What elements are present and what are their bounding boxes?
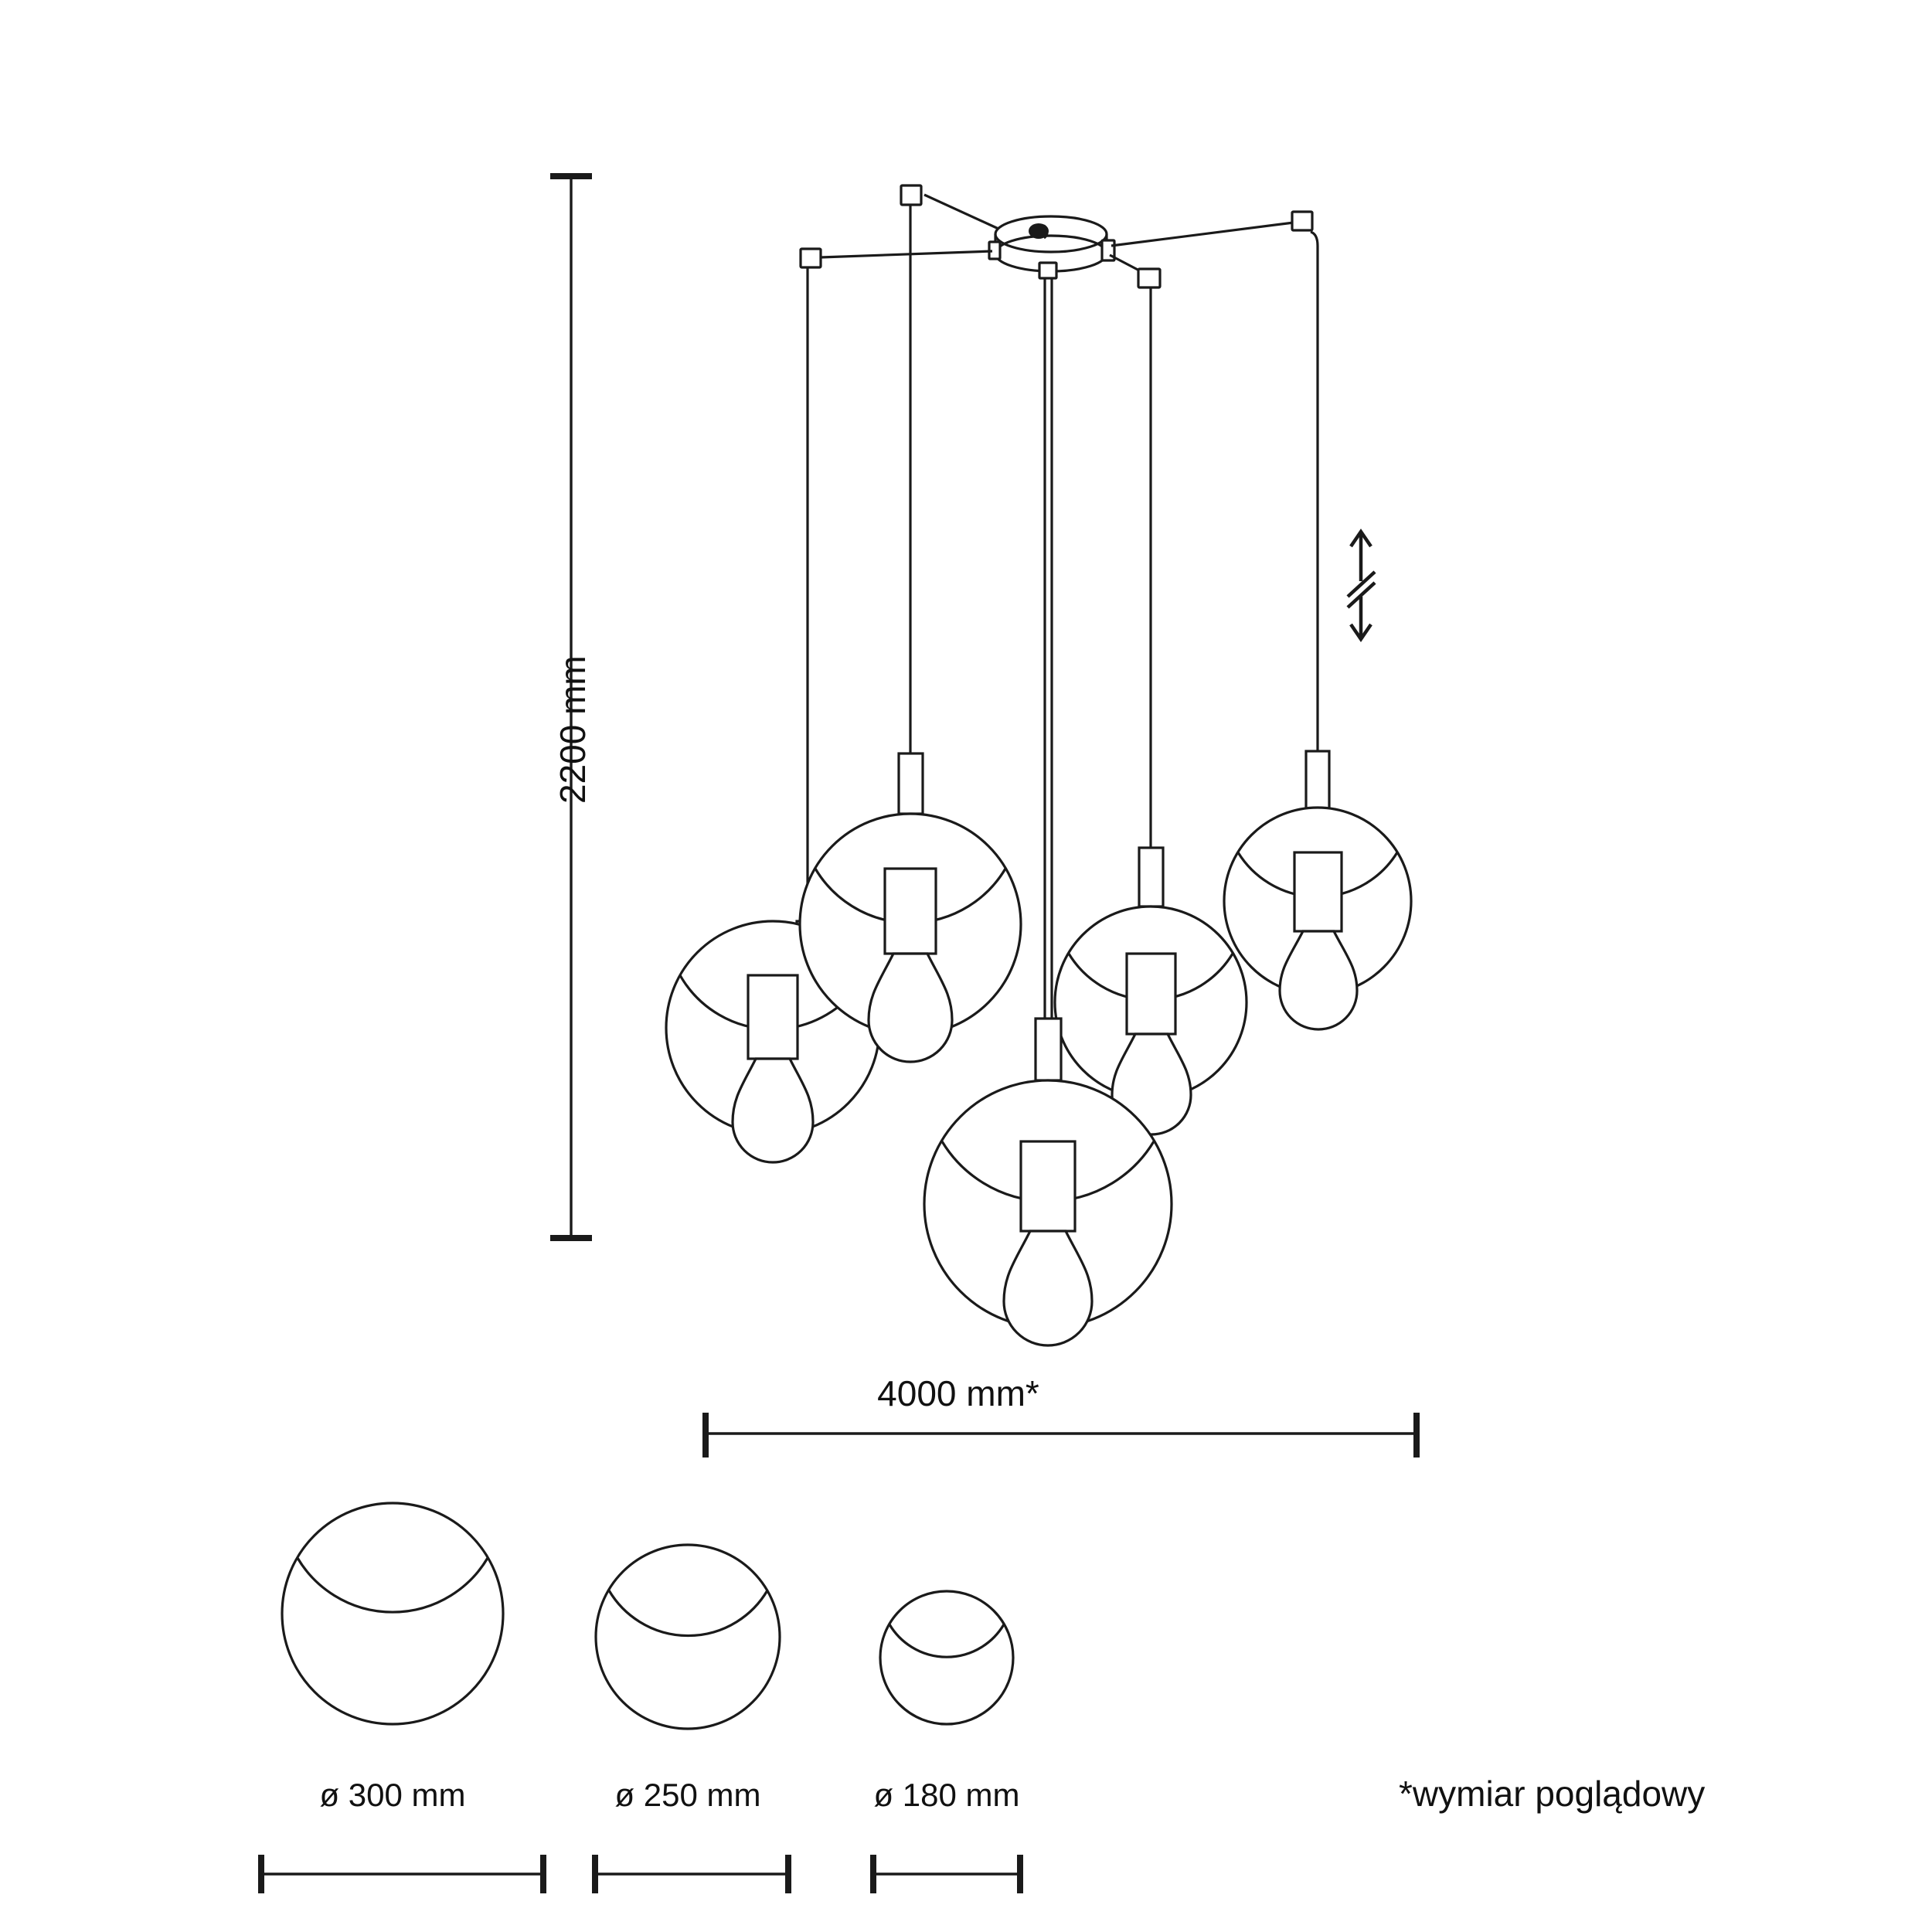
pendant-right-small <box>1223 750 1413 1031</box>
height-dimension-line <box>550 176 592 1238</box>
pendant-right-mid <box>1053 846 1248 1136</box>
legend-label-300: ø 300 mm <box>319 1777 466 1813</box>
legend-globe-300 <box>282 1503 503 1724</box>
width-dimension-line <box>706 1413 1417 1458</box>
height-dimension-label: 2200 mm <box>553 655 593 804</box>
cable-pendant-left-small <box>799 247 992 921</box>
pendant-left-large <box>798 752 1022 1063</box>
footnote-label: *wymiar poglądowy <box>1399 1774 1706 1814</box>
cable-pendant-left-large <box>900 184 998 753</box>
legend-globe-180 <box>880 1591 1013 1724</box>
legend-dim-300 <box>261 1855 543 1893</box>
legend-label-250: ø 250 mm <box>614 1777 761 1813</box>
cable-pendant-right-mid <box>1110 255 1162 848</box>
pendant-center-large <box>923 1017 1173 1347</box>
width-dimension-label: 4000 mm* <box>877 1373 1039 1413</box>
legend-dim-250 <box>595 1855 788 1893</box>
legend-globe-250 <box>596 1545 780 1729</box>
legend-dim-180 <box>873 1855 1020 1893</box>
legend-label-180: ø 180 mm <box>873 1777 1020 1813</box>
cable-pendant-center-large <box>1045 278 1052 1019</box>
cable-pendant-right-small <box>1111 210 1318 751</box>
adjustable-length-icon <box>1348 532 1375 639</box>
